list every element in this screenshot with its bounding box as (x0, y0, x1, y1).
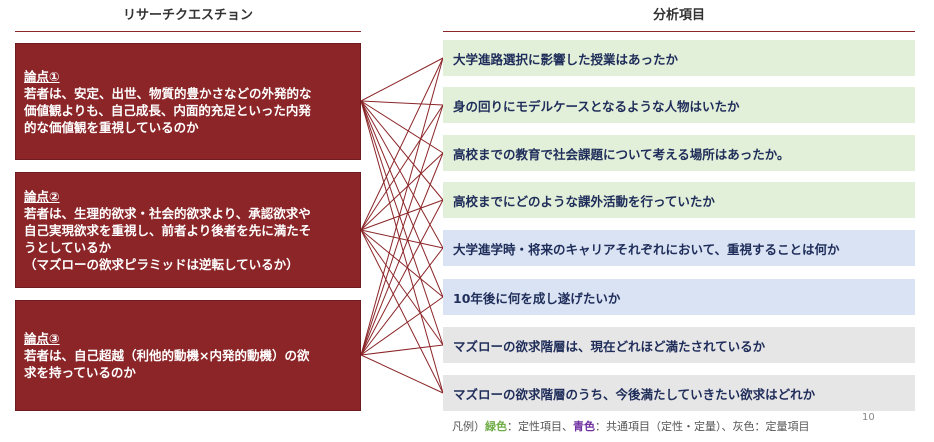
analysis-item-1: 大学進路選択に影響した授業はあったか (443, 40, 915, 76)
question-box-1: 論点① 若者は、安定、出世、物質的豊かさなどの外発的な 価値観よりも、自己成長、… (15, 43, 361, 160)
analysis-item-4: 高校までにどのような課外活動を行っていたか (443, 182, 915, 218)
connector-line (360, 57, 444, 102)
connector-line (360, 229, 444, 346)
connector-line (360, 57, 444, 231)
legend-green-desc: ：定性項目、 (507, 420, 573, 433)
connector-line (360, 296, 444, 356)
question-body: 若者は、生理的欲求・社会的欲求より、承認欲求や 自己実現欲求を重視し、前者より後… (24, 205, 312, 272)
connector-line (360, 152, 444, 356)
connector-line (360, 354, 444, 394)
analysis-item-2: 身の回りにモデルケースとなるような人物はいたか (443, 87, 915, 123)
question-body: 若者は、安定、出世、物質的豊かさなどの外発的な 価値観よりも、自己成長、内面的充… (24, 85, 312, 135)
connector-line (360, 104, 444, 231)
analysis-item-label: 高校までの教育で社会課題について考える場所はあったか。 (453, 146, 790, 162)
connector-line (360, 229, 444, 249)
legend-green: 緑色 (485, 420, 507, 433)
question-body: 若者は、自己超越（利他的動機×内発的動機）の欲 求を持っているのか (24, 348, 310, 380)
left-header-rule (15, 31, 361, 32)
connector-line (360, 104, 444, 356)
research-questions-header: リサーチクエスチョン (122, 8, 253, 23)
connector-line (360, 57, 444, 356)
analysis-item-label: 10年後に何を成し遂げたいか (453, 290, 621, 306)
analysis-item-label: マズローの欲求階層は、現在どれほど満たされているか (453, 338, 766, 354)
connector-line (360, 100, 444, 154)
analysis-item-label: 大学進路選択に影響した授業はあったか (453, 51, 679, 67)
analysis-item-5: 大学進学時・将来のキャリアそれぞれにおいて、重視することは何か (443, 230, 915, 266)
legend-blue: 青色 (573, 420, 595, 433)
analysis-item-label: 高校までにどのような課外活動を行っていたか (453, 193, 715, 209)
connector-line (360, 199, 444, 356)
analysis-item-6: 10年後に何を成し遂げたいか (443, 279, 915, 315)
connector-line (360, 229, 444, 298)
legend-prefix: 凡例） (452, 420, 485, 433)
right-header-rule (443, 31, 915, 32)
analysis-item-8: マズローの欲求階層のうち、今後満たしていきたい欲求はどれか (443, 375, 915, 411)
connector-line (360, 229, 444, 394)
analysis-item-3: 高校までの教育で社会課題について考える場所はあったか。 (443, 135, 915, 171)
connector-line (360, 247, 444, 356)
analysis-item-label: 身の回りにモデルケースとなるような人物はいたか (453, 98, 740, 114)
connector-line (360, 100, 444, 298)
question-box-3: 論点③ 若者は、自己超越（利他的動機×内発的動機）の欲 求を持っているのか (15, 300, 361, 411)
connector-line (360, 100, 444, 201)
connector-line (360, 199, 444, 231)
page-number: 10 (862, 412, 875, 423)
connector-line (360, 100, 444, 346)
legend-blue-desc: ：共通項目（定性・定量）、灰色：定量項目 (595, 420, 810, 433)
question-title: 論点② (24, 188, 60, 204)
analysis-item-7: マズローの欲求階層は、現在どれほど満たされているか (443, 327, 915, 363)
connector-line (360, 100, 444, 394)
question-box-2: 論点② 若者は、生理的欲求・社会的欲求より、承認欲求や 自己実現欲求を重視し、前… (15, 172, 361, 288)
analysis-item-label: マズローの欲求階層のうち、今後満たしていきたい欲求はどれか (453, 386, 816, 402)
connector-line (360, 344, 444, 356)
analysis-items-header: 分析項目 (652, 8, 705, 23)
connector-line (360, 152, 444, 231)
question-title: 論点① (24, 68, 60, 84)
connector-line (360, 100, 444, 106)
question-title: 論点③ (24, 331, 60, 346)
connector-line (360, 100, 444, 249)
legend: 凡例）緑色：定性項目、青色：共通項目（定性・定量）、灰色：定量項目 (452, 418, 810, 434)
analysis-item-label: 大学進学時・将来のキャリアそれぞれにおいて、重視することは何か (453, 241, 840, 257)
